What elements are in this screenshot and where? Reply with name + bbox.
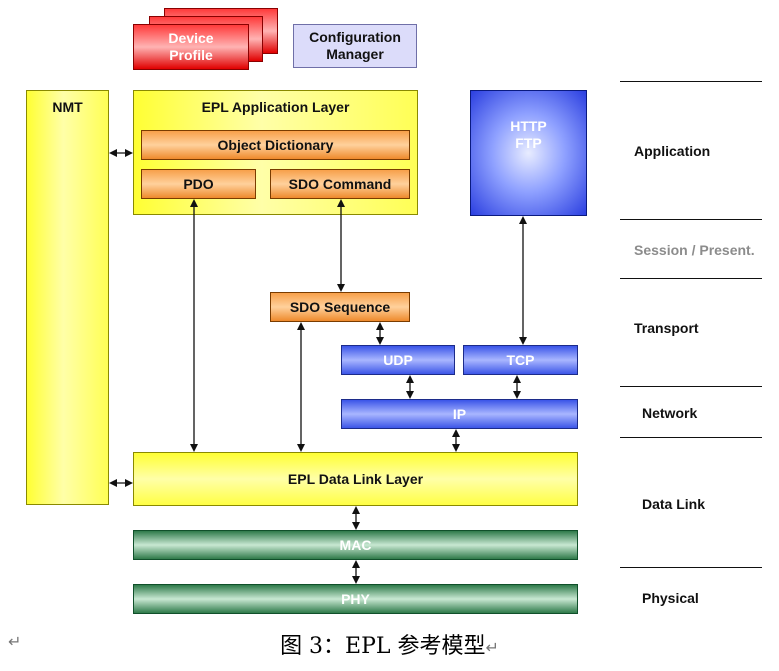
ip-box: IP xyxy=(341,399,578,429)
epl-data-link-layer-label: EPL Data Link Layer xyxy=(287,470,424,487)
phy-box: PHY xyxy=(133,584,578,614)
mac-box: MAC xyxy=(133,530,578,560)
configuration-manager-box: Configuration Manager xyxy=(293,24,417,68)
pdo-box: PDO xyxy=(141,169,256,199)
osi-physical-label: Physical xyxy=(642,590,699,606)
http-ftp-box: HTTP FTP xyxy=(470,90,587,216)
udp-label: UDP xyxy=(383,351,413,368)
osi-divider xyxy=(620,81,762,82)
tcp-box: TCP xyxy=(463,345,578,375)
osi-divider xyxy=(620,437,762,438)
osi-application-label: Application xyxy=(634,143,711,159)
mac-label: MAC xyxy=(339,536,372,553)
device-profile-box: Device Profile xyxy=(133,24,249,70)
device-profile-label: Device Profile xyxy=(168,30,214,63)
osi-data-link-label: Data Link xyxy=(642,496,706,512)
epl-data-link-layer-box: EPL Data Link Layer xyxy=(133,452,578,506)
object-dictionary-label: Object Dictionary xyxy=(217,136,334,153)
osi-divider xyxy=(620,219,762,220)
object-dictionary-box: Object Dictionary xyxy=(141,130,410,160)
nmt-label: NMT xyxy=(52,99,83,115)
caption-text: 图 3：EPL 参考模型 xyxy=(280,634,486,659)
caption-return-mark: ↵ xyxy=(485,638,499,657)
osi-divider xyxy=(620,386,762,387)
configuration-manager-label: Configuration Manager xyxy=(309,29,401,62)
pdo-label: PDO xyxy=(183,175,214,192)
http-ftp-label: HTTP FTP xyxy=(510,118,547,151)
epl-application-layer-label: EPL Application Layer xyxy=(201,99,350,115)
tcp-label: TCP xyxy=(506,351,535,368)
figure-caption: 图 3：EPL 参考模型↵ xyxy=(0,628,779,660)
sdo-sequence-label: SDO Sequence xyxy=(289,298,391,315)
osi-transport-label: Transport xyxy=(634,320,699,336)
osi-divider xyxy=(620,567,762,568)
udp-box: UDP xyxy=(341,345,455,375)
sdo-command-label: SDO Command xyxy=(288,175,392,192)
left-return-mark: ↵ xyxy=(8,632,22,651)
ip-label: IP xyxy=(452,405,467,422)
osi-network-label: Network xyxy=(642,405,698,421)
osi-session-present-label: Session / Present. xyxy=(634,242,755,258)
nmt-box: NMT xyxy=(26,90,109,505)
phy-label: PHY xyxy=(341,590,370,607)
sdo-sequence-box: SDO Sequence xyxy=(270,292,410,322)
sdo-command-box: SDO Command xyxy=(270,169,410,199)
osi-divider xyxy=(620,278,762,279)
